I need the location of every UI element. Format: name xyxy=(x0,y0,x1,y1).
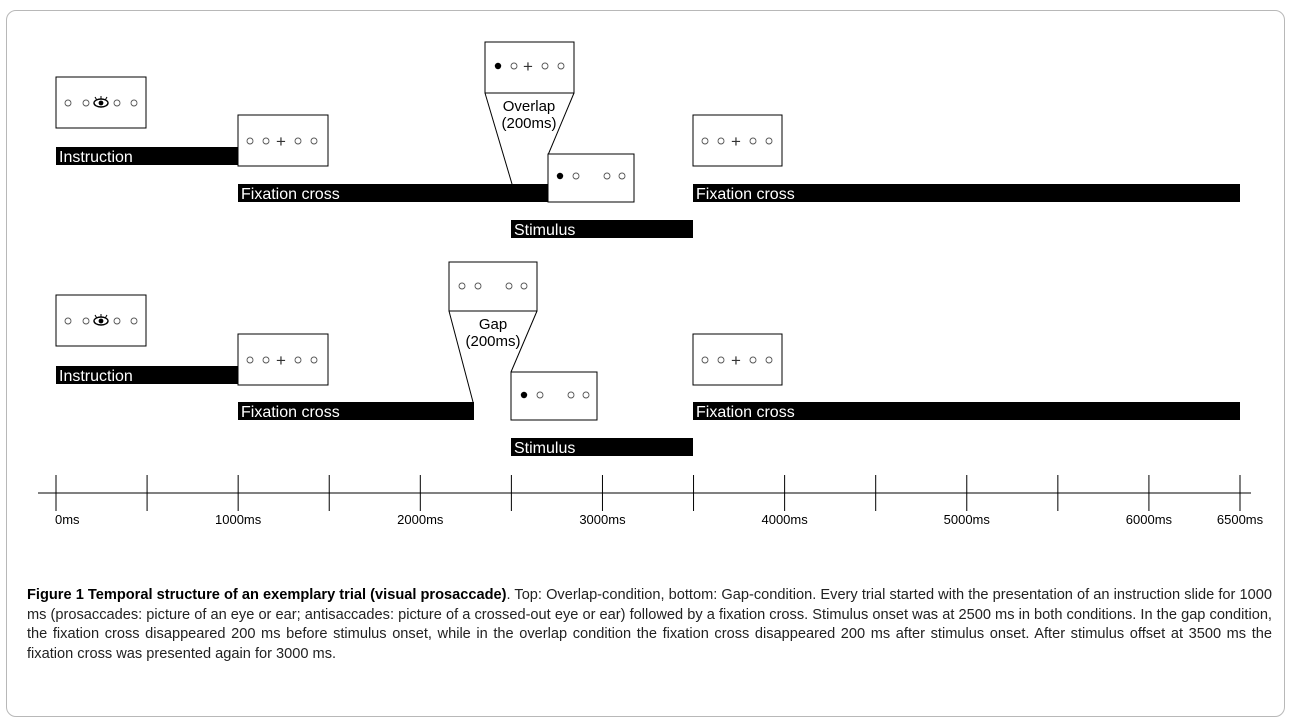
overlap-callout: + Overlap (200ms) xyxy=(484,41,575,185)
gap-label: Gap xyxy=(479,316,507,333)
instruction-bar xyxy=(56,366,238,384)
fixation-slide-2: + xyxy=(692,114,783,167)
fixation-cross-icon: + xyxy=(731,351,741,370)
fixation-slide-2: + xyxy=(692,333,783,386)
axis-tick-label: 6000ms xyxy=(1126,512,1173,527)
instruction-slide xyxy=(55,294,147,347)
fixation-cross-icon: + xyxy=(523,57,533,76)
stimulus-slide xyxy=(547,153,635,203)
fixation-bar-2 xyxy=(693,402,1240,420)
fixation-bar-2 xyxy=(693,184,1240,202)
gap-duration: (200ms) xyxy=(465,333,520,350)
overlap-condition: Instruction + Fixation cross + Overlap (… xyxy=(55,41,1240,239)
eye-icon xyxy=(93,96,109,108)
axis-tick-label: 4000ms xyxy=(761,512,808,527)
stimulus-label: Stimulus xyxy=(514,440,575,457)
instruction-slide xyxy=(55,76,147,129)
axis-tick-label: 0ms xyxy=(55,512,80,527)
axis-tick-label: 3000ms xyxy=(579,512,626,527)
stimulus-bar xyxy=(511,438,693,456)
fixation-slide: + xyxy=(237,333,329,386)
fixation-cross-icon: + xyxy=(276,132,286,151)
fixation-label-2: Fixation cross xyxy=(696,404,795,421)
axis-tick-label: 5000ms xyxy=(944,512,991,527)
axis-tick-label: 1000ms xyxy=(215,512,262,527)
fixation-cross-icon: + xyxy=(731,132,741,151)
figure-frame xyxy=(6,10,1285,717)
axis-tick-label: 2000ms xyxy=(397,512,444,527)
instruction-label: Instruction xyxy=(59,149,133,166)
stimulus-label: Stimulus xyxy=(514,222,575,239)
axis-tick-label: 6500ms xyxy=(1217,512,1264,527)
fixation-bar-1 xyxy=(238,184,548,202)
fixation-label-1: Fixation cross xyxy=(241,186,340,203)
figure-caption: Figure 1 Temporal structure of an exempl… xyxy=(27,586,1272,664)
fixation-label-2: Fixation cross xyxy=(696,186,795,203)
gap-condition: Instruction + Fixation cross Gap (200ms) xyxy=(55,261,1240,457)
instruction-label: Instruction xyxy=(59,368,133,385)
overlap-duration: (200ms) xyxy=(501,115,556,132)
instruction-bar xyxy=(56,147,238,165)
overlap-label: Overlap xyxy=(503,98,556,115)
fixation-cross-icon: + xyxy=(276,351,286,370)
fixation-slide: + xyxy=(237,114,329,167)
caption-body: . Top: Overlap-condition, bottom: Gap-co… xyxy=(27,587,1272,662)
fixation-label-1: Fixation cross xyxy=(241,404,340,421)
stimulus-bar xyxy=(511,220,693,238)
time-axis: 0ms 1000ms 2000ms 3000ms 4000ms 5000ms 6000ms 6… xyxy=(38,475,1264,527)
caption-title: Figure 1 Temporal structure of an exempl… xyxy=(27,587,507,603)
fixation-bar-1 xyxy=(238,402,474,420)
gap-callout: Gap (200ms) xyxy=(448,261,538,403)
stimulus-slide xyxy=(510,371,598,421)
eye-icon xyxy=(93,314,109,326)
